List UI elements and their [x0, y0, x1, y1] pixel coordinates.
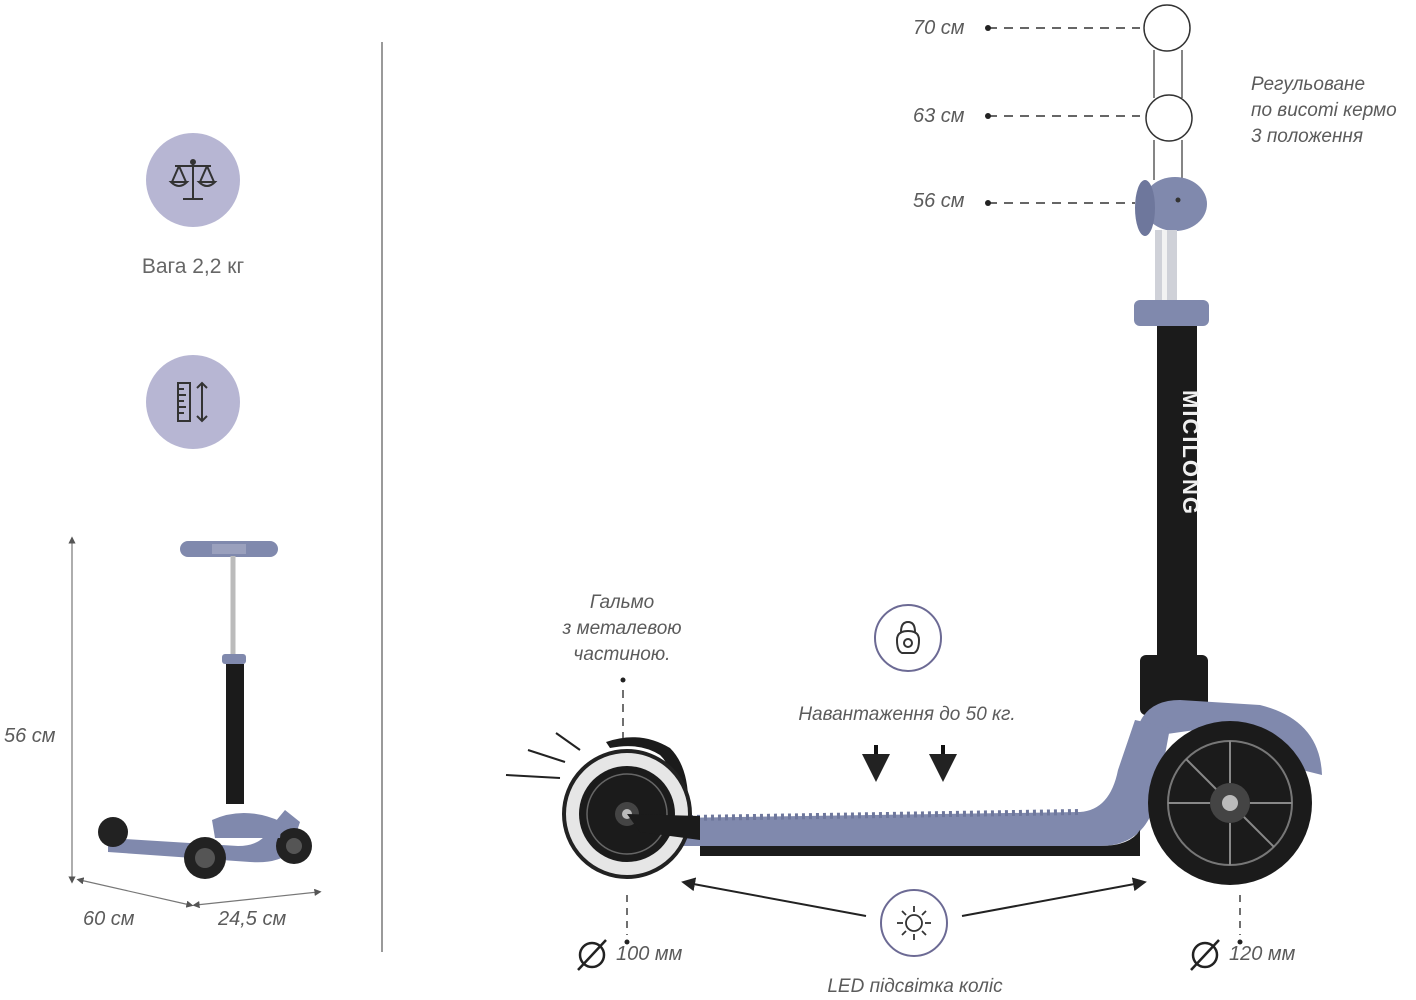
- length-dimension-label: 60 см: [83, 908, 135, 930]
- brake-motion-lines: [505, 732, 581, 779]
- height-dimension-label: 56 см: [4, 725, 56, 747]
- brake-guard: [606, 737, 689, 812]
- small-scooter-illustration: [68, 536, 322, 909]
- front-wheel-diameter: 100 мм: [616, 943, 683, 965]
- kettlebell-icon: [895, 620, 921, 654]
- handle-height-63: 63 см: [913, 105, 965, 127]
- handle-position-70: [1143, 4, 1191, 52]
- diameter-icon: [577, 939, 607, 971]
- handle-height-leaders: [988, 27, 1140, 204]
- load-badge: [874, 604, 942, 672]
- handle-note-line: 3 положення: [1251, 126, 1364, 147]
- led-badge: [880, 889, 948, 957]
- weight-badge: [146, 133, 240, 227]
- brake-note-line: з металевою: [562, 618, 682, 639]
- width-dimension-label: 24,5 см: [218, 908, 287, 930]
- ruler-height-icon: [177, 381, 208, 423]
- rear-wheel-diameter: 120 мм: [1229, 943, 1296, 965]
- handle-note: Регульоване по висоті кермо 3 положення: [1251, 72, 1397, 150]
- height-clamp: [1134, 300, 1209, 326]
- panel-divider: [381, 42, 383, 952]
- handle-note-line: Регульоване: [1251, 74, 1366, 95]
- weight-label: Вага 2,2 кг: [141, 255, 245, 278]
- brake-note: Гальмо з металевою частиною.: [540, 590, 704, 668]
- brake-note-line: Гальмо: [589, 592, 655, 613]
- length-dimension-line: [76, 877, 194, 908]
- brand-logo: MICILONG: [1178, 390, 1203, 516]
- handle-position-63: [1145, 94, 1193, 142]
- load-label: Навантаження до 50 кг.: [798, 704, 1016, 725]
- large-scooter-illustration: MICILONG: [562, 4, 1322, 885]
- led-label: LED підсвітка коліс: [827, 976, 1003, 997]
- size-badge: [146, 355, 240, 449]
- handle-note-line: по висоті кермо: [1251, 100, 1397, 121]
- led-arrow-left: [681, 877, 867, 917]
- scale-icon: [168, 159, 218, 200]
- sun-icon: [897, 906, 931, 940]
- diameter-icon: [1190, 939, 1220, 971]
- brake-note-line: частиною.: [573, 644, 671, 665]
- width-dimension-line: [192, 888, 322, 909]
- led-arrow-right: [961, 877, 1147, 917]
- handle-height-70: 70 см: [913, 17, 965, 39]
- handle-height-56: 56 см: [913, 190, 965, 212]
- handle-grip: [1143, 177, 1207, 231]
